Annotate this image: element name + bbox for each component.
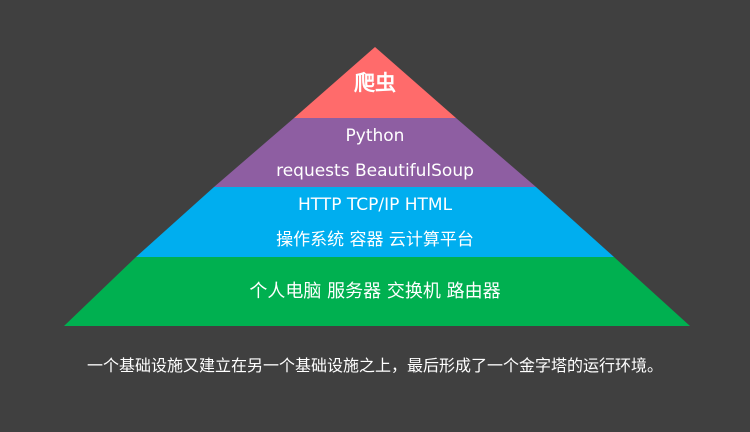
layer-label-crawler: 爬虫 bbox=[354, 71, 396, 95]
layer-label-hardware: 个人电脑 服务器 交换机 路由器 bbox=[249, 281, 500, 302]
layer-label-python: Python bbox=[346, 126, 405, 146]
pyramid-layer-crawler bbox=[294, 47, 456, 118]
caption-text: 一个基础设施又建立在另一个基础设施之上，最后形成了一个金字塔的运行环境。 bbox=[86, 356, 663, 375]
pyramid-layer-protocols bbox=[136, 187, 614, 257]
layer-label-python-libs: requests BeautifulSoup bbox=[276, 161, 474, 181]
pyramid-layer-python bbox=[214, 118, 536, 187]
layer-label-os-platforms: 操作系统 容器 云计算平台 bbox=[276, 230, 474, 250]
pyramid-layer-hardware bbox=[64, 257, 690, 326]
layer-label-protocols: HTTP TCP/IP HTML bbox=[298, 195, 453, 215]
